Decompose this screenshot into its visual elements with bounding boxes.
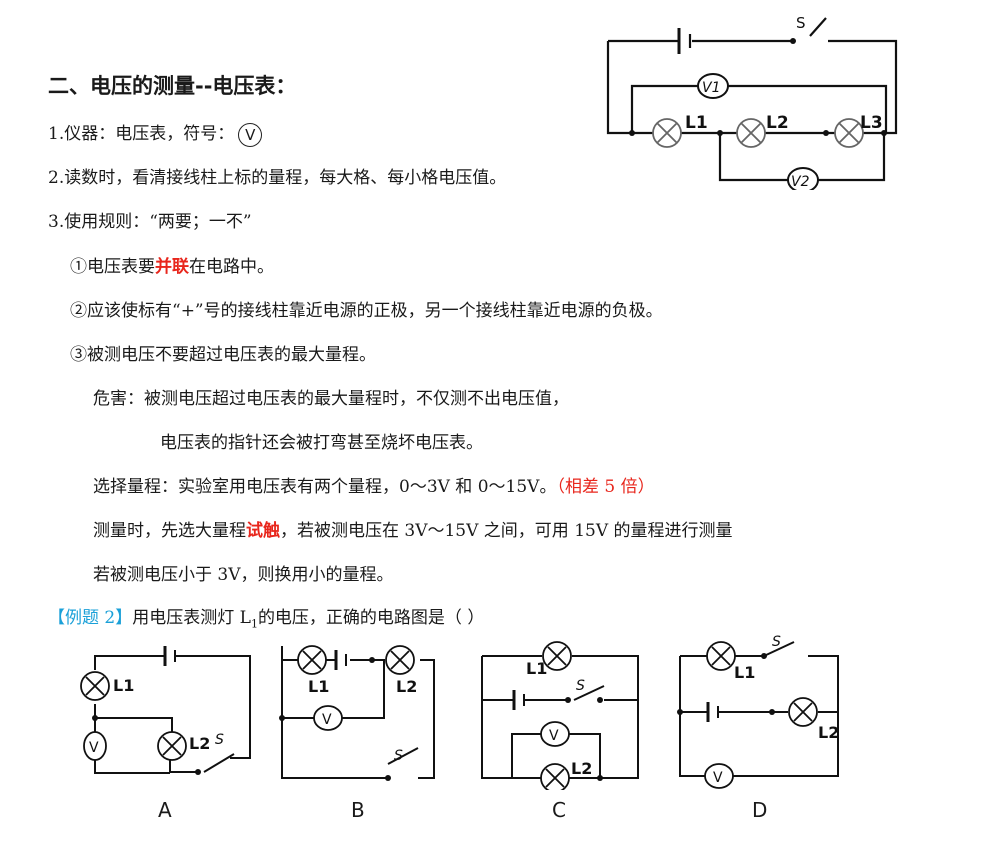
item-instrument: 1.仪器：电压表，符号：V <box>48 122 263 147</box>
svg-text:V: V <box>549 728 559 744</box>
range-note: （相差 5 倍） <box>556 477 655 497</box>
range-select: 选择量程：实验室用电压表有两个量程，0～3V 和 0～15V。（相差 5 倍） <box>93 475 655 499</box>
measure-line-1: 测量时，先选大量程试触，若被测电压在 3V～15V 之间，可用 15V 的量程进… <box>93 519 733 543</box>
example-tag: 【例题 2】 <box>48 608 133 628</box>
circuit-d-switch-label: S <box>772 634 781 650</box>
top-lamp-l3-label: L3 <box>860 113 883 133</box>
range-select-text: 选择量程：实验室用电压表有两个量程，0～3V 和 0～15V。 <box>93 477 557 497</box>
circuit-c: V L1 L2 S <box>481 641 639 790</box>
measure-line-2: 若被测电压小于 3V，则换用小的量程。 <box>93 565 394 585</box>
circuit-c-voltmeter: V <box>540 721 570 747</box>
measure-before: 测量时，先选大量程 <box>93 521 246 541</box>
circuit-c-switch-label: S <box>576 678 585 694</box>
svg-text:V2: V2 <box>791 174 810 190</box>
option-c-label: C <box>552 798 566 822</box>
circuit-a-voltmeter: V <box>83 731 107 761</box>
circuit-a-switch-label: S <box>215 732 224 748</box>
harm-line-2: 电压表的指针还会被打弯甚至烧坏电压表。 <box>160 433 483 453</box>
example-subscript: 1 <box>250 617 258 631</box>
svg-text:V1: V1 <box>702 80 720 96</box>
top-voltmeter-v1: V1 <box>697 73 729 99</box>
rule-parallel-before: ①电压表要 <box>70 257 155 277</box>
example-question: 【例题 2】用电压表测灯 L1的电压，正确的电路图是（ ） <box>48 606 484 636</box>
top-circuit-diagram: S V1 V2 L1 L2 L3 <box>606 14 898 190</box>
circuit-b-switch-label: S <box>394 748 403 764</box>
harm-line-1: 危害：被测电压超过电压表的最大量程时，不仅测不出电压值， <box>93 389 569 409</box>
circuit-b: V L1 L2 S <box>279 645 435 781</box>
svg-text:V: V <box>713 770 723 786</box>
rule-parallel-after: 在电路中。 <box>189 257 274 277</box>
circuit-c-l2-label: L2 <box>571 759 592 778</box>
measure-after: ，若被测电压在 3V～15V 之间，可用 15V 的量程进行测量 <box>280 521 733 541</box>
circuit-c-l1-label: L1 <box>526 659 547 678</box>
item-reading: 2.读数时，看清接线柱上标的量程，每大格、每小格电压值。 <box>48 168 507 188</box>
measure-highlight: 试触 <box>246 521 280 541</box>
svg-text:V: V <box>322 712 332 728</box>
item-instrument-text: 1.仪器：电压表，符号： <box>48 124 235 144</box>
example-before: 用电压表测灯 L <box>132 608 251 628</box>
circuit-d-l2-label: L2 <box>818 723 839 742</box>
circuit-b-voltmeter: V <box>313 705 343 731</box>
top-lamp-l2-label: L2 <box>766 113 789 133</box>
circuit-a: V L1 L2 S <box>80 646 251 775</box>
circuit-d-l1-label: L1 <box>734 663 755 682</box>
circuit-a-l1-label: L1 <box>113 676 134 695</box>
svg-text:V: V <box>89 740 99 756</box>
top-voltmeter-v2: V2 <box>787 167 819 190</box>
option-b-label: B <box>351 798 365 822</box>
top-switch-label: S <box>796 14 806 32</box>
top-lamps <box>652 118 864 148</box>
rule-parallel-highlight: 并联 <box>155 257 189 277</box>
item-rules: 3.使用规则：“两要；一不” <box>48 212 252 232</box>
circuit-b-l1-label: L1 <box>308 677 329 696</box>
circuit-a-l2-label: L2 <box>189 734 210 753</box>
option-a-label: A <box>158 798 172 822</box>
circuit-d-voltmeter: V <box>704 763 734 789</box>
section-heading: 二、电压的测量--电压表： <box>48 74 297 98</box>
circuit-d: V L1 L2 S <box>677 634 839 789</box>
top-lamp-l1-label: L1 <box>685 113 708 133</box>
voltmeter-symbol-icon: V <box>238 122 263 147</box>
option-d-label: D <box>752 798 768 822</box>
rule-range: ③被测电压不要超过电压表的最大量程。 <box>70 345 376 365</box>
circuit-b-l2-label: L2 <box>396 677 417 696</box>
example-after: 的电压，正确的电路图是（ ） <box>257 608 485 628</box>
rule-parallel: ①电压表要并联在电路中。 <box>70 255 274 279</box>
rule-polarity: ②应该使标有“+”号的接线柱靠近电源的正极，另一个接线柱靠近电源的负极。 <box>70 301 663 321</box>
